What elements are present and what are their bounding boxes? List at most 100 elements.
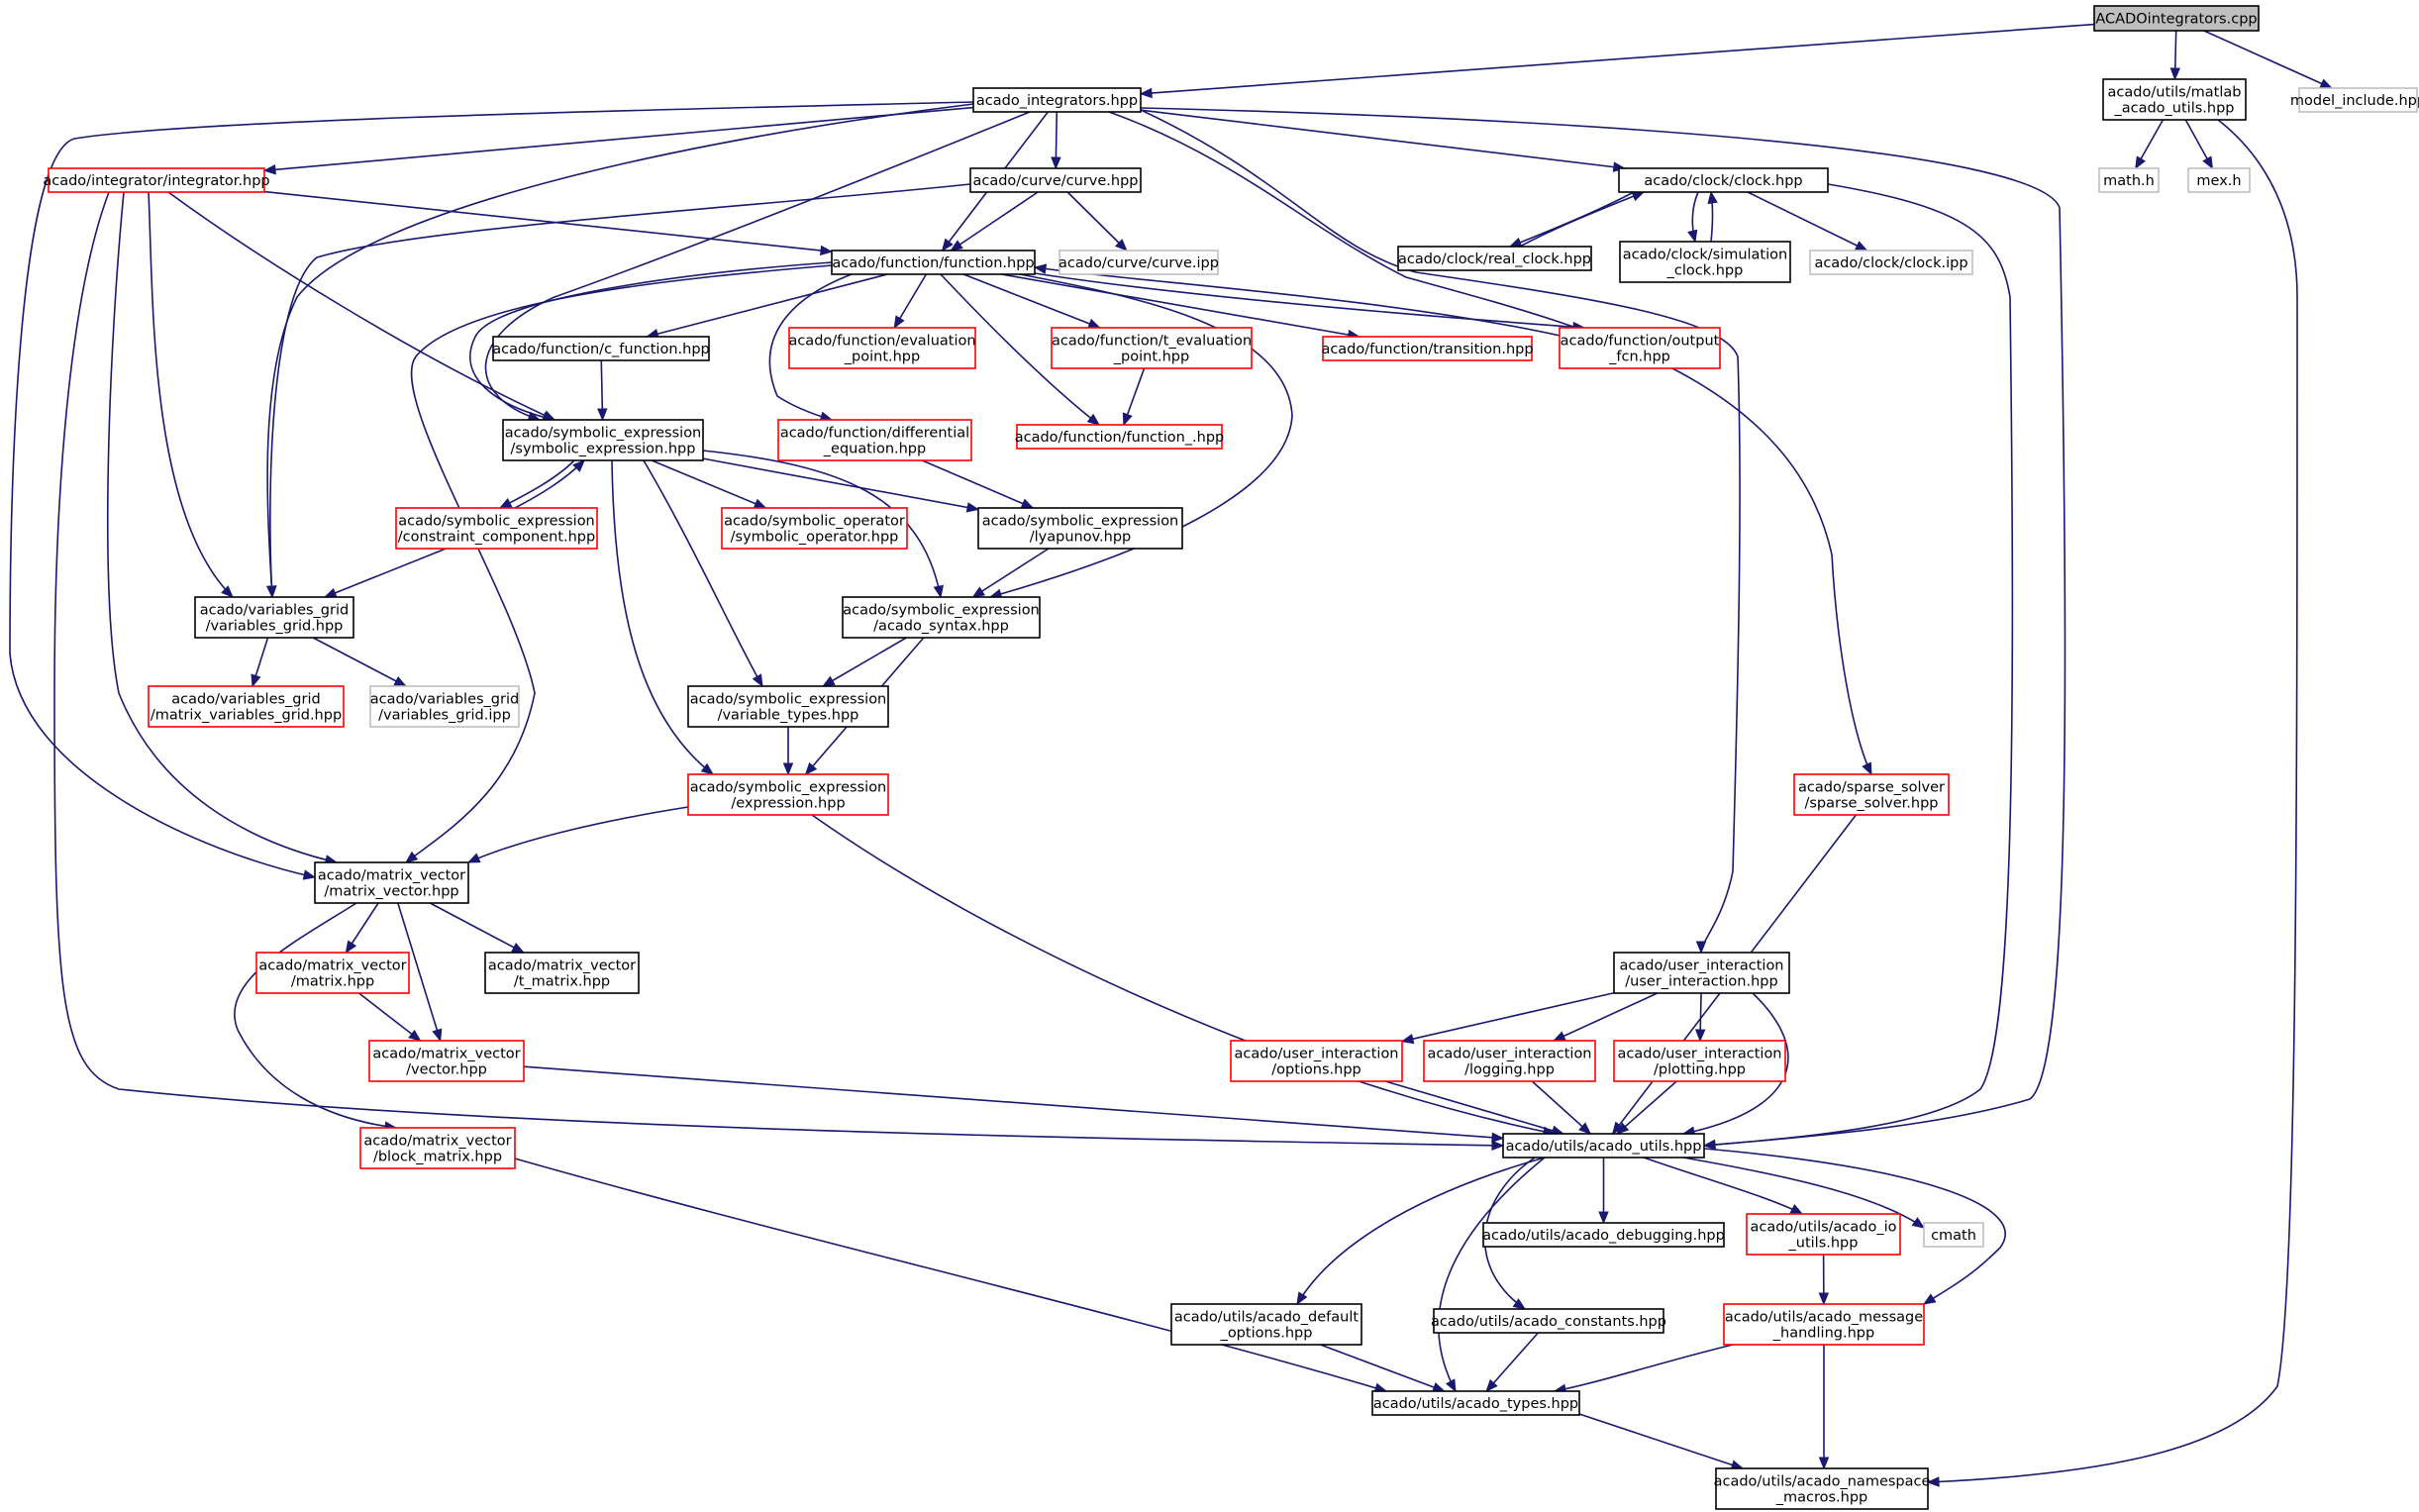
node-box: [1618, 167, 1829, 193]
edge-integrators-to-integrator: [262, 106, 974, 175]
arrowhead: [1631, 191, 1646, 202]
node-matrix-vector[interactable]: acado/matrix_vector/matrix_vector.hpp: [314, 861, 469, 904]
arrowhead: [345, 940, 357, 955]
node-box: [1613, 1040, 1786, 1082]
node-acado-types[interactable]: acado/utils/acado_types.hpp: [1371, 1390, 1580, 1416]
node-curve[interactable]: acado/curve/curve.hpp: [969, 167, 1142, 193]
node-box: [842, 596, 1041, 639]
node-diff-eq[interactable]: acado/function/differential_equation.hpp: [777, 419, 972, 461]
edge-line: [1296, 1157, 1546, 1305]
node-eval-point[interactable]: acado/function/evaluation_point.hpp: [788, 327, 976, 369]
node-default-options[interactable]: acado/utils/acado_default_options.hpp: [1170, 1303, 1362, 1346]
edge-lyapunov-to-acado_syntax: [971, 548, 1050, 598]
edge-line: [647, 273, 888, 338]
edge-line: [1384, 1080, 1564, 1135]
node-acado-syntax[interactable]: acado/symbolic_expression/acado_syntax.h…: [842, 596, 1041, 639]
node-t-eval-point[interactable]: acado/function/t_evaluation_point.hpp: [1051, 327, 1253, 369]
node-sparse-solver[interactable]: acado/sparse_solver/sparse_solver.hpp: [1793, 773, 1950, 816]
edge-line: [611, 459, 714, 775]
node-constraint-comp[interactable]: acado/symbolic_expression/constraint_com…: [395, 507, 598, 550]
edge-line: [768, 273, 853, 421]
node-real-clock[interactable]: acado/clock/real_clock.hpp: [1397, 246, 1592, 271]
edge-line: [1519, 191, 1645, 248]
node-box: [502, 419, 704, 461]
arrowhead: [1512, 1298, 1527, 1310]
node-integrator[interactable]: acado/integrator/integrator.hpp: [43, 167, 270, 193]
node-acado-io[interactable]: acado/utils/acado_io_utils.hpp: [1746, 1213, 1901, 1256]
arrowhead: [432, 1028, 443, 1043]
node-box: [1809, 250, 1973, 275]
node-model-include[interactable]: model_include.hpp: [2290, 87, 2419, 113]
edge-line: [962, 273, 1101, 329]
edge-user_interaction-to-options: [1400, 991, 1615, 1045]
node-function-[interactable]: acado/function/function_.hpp: [1015, 424, 1225, 450]
edge-line: [702, 457, 979, 511]
node-user-interaction[interactable]: acado/user_interaction/user_interaction.…: [1613, 952, 1790, 994]
node-expression[interactable]: acado/symbolic_expression/expression.hpp: [687, 773, 889, 816]
node-curve-ipp[interactable]: acado/curve/curve.ipp: [1058, 250, 1219, 275]
node-variable-types[interactable]: acado/symbolic_expression/variable_types…: [687, 685, 889, 728]
node-symbolic-op[interactable]: acado/symbolic_operator/symbolic_operato…: [721, 507, 908, 550]
node-label: acado/utils/acado_types.hpp: [1373, 1396, 1578, 1412]
edge-expression-to-acado_utils: [811, 814, 1557, 1137]
node-acado-debugging[interactable]: acado/utils/acado_debugging.hpp: [1482, 1222, 1725, 1248]
node-block-matrix[interactable]: acado/matrix_vector/block_matrix.hpp: [359, 1127, 516, 1169]
arrowhead: [1694, 1029, 1706, 1043]
node-clock-ipp[interactable]: acado/clock/clock.ipp: [1809, 250, 1973, 275]
node-box: [1715, 1467, 1929, 1510]
node-acado-utils[interactable]: acado/utils/acado_utils.hpp: [1502, 1133, 1705, 1159]
node-options[interactable]: acado/user_interaction/options.hpp: [1230, 1040, 1403, 1082]
arrowhead: [1491, 1140, 1505, 1152]
node-t-matrix[interactable]: acado/matrix_vector/t_matrix.hpp: [484, 952, 640, 994]
node-acado-constants[interactable]: acado/utils/acado_constants.hpp: [1431, 1308, 1666, 1334]
arrowhead: [1296, 1291, 1308, 1306]
node-variables-grid-ipp[interactable]: acado/variables_grid/variables_grid.ipp: [369, 685, 520, 728]
node-root[interactable]: ACADOintegrators.cpp: [2093, 5, 2260, 32]
node-function[interactable]: acado/function/function.hpp: [831, 250, 1036, 275]
node-logging[interactable]: acado/user_interaction/logging.hpp: [1423, 1040, 1596, 1082]
node-vector[interactable]: acado/matrix_vector/vector.hpp: [368, 1040, 525, 1082]
edge-line: [263, 190, 833, 252]
edge-variable_types-to-expression: [782, 727, 794, 776]
arrowhead: [1818, 1292, 1830, 1306]
node-variables-grid[interactable]: acado/variables_grid/variables_grid.hpp: [194, 596, 354, 639]
node-matrix[interactable]: acado/matrix_vector/matrix.hpp: [255, 952, 410, 994]
node-lyapunov[interactable]: acado/symbolic_expression/lyapunov.hpp: [977, 507, 1183, 550]
node-mex-h[interactable]: mex.h: [2187, 167, 2251, 193]
edge-curve-to-function: [950, 191, 1039, 252]
edge-line: [1554, 1344, 1734, 1392]
node-output-fcn[interactable]: acado/function/output_fcn.hpp: [1559, 327, 1721, 369]
edge-msg_handling-to-acado_types: [1553, 1344, 1734, 1394]
node-label: _utils.hpp: [1788, 1236, 1859, 1252]
node-msg-handling[interactable]: acado/utils/acado_message_handling.hpp: [1723, 1303, 1925, 1346]
node-cmath[interactable]: cmath: [1923, 1222, 1984, 1248]
arrowhead: [1687, 229, 1698, 244]
node-clock[interactable]: acado/clock/clock.hpp: [1618, 167, 1829, 193]
edge-line: [651, 459, 766, 509]
edge-line: [1438, 1157, 1546, 1392]
arrowhead: [251, 673, 261, 688]
edge-line: [397, 902, 442, 1042]
edge-line: [514, 1158, 1387, 1392]
edge-expression-to-matrix_vector: [466, 806, 689, 863]
edge-curve-to-variables_grid: [266, 183, 971, 599]
node-label: _handling.hpp: [1772, 1326, 1874, 1342]
node-c-function[interactable]: acado/function/c_function.hpp: [492, 336, 710, 361]
node-matrix-vars-grid[interactable]: acado/variables_grid/matrix_variables_gr…: [148, 685, 345, 728]
arrowhead: [2169, 67, 2181, 81]
edge-acado_constants-to-acado_types: [1485, 1332, 1539, 1392]
node-label: acado/symbolic_expression: [398, 514, 595, 530]
edge-line: [1140, 107, 2066, 1147]
node-namespace-macros[interactable]: acado/utils/acado_namespace_macros.hpp: [1714, 1467, 1931, 1510]
node-plotting[interactable]: acado/user_interaction/plotting.hpp: [1613, 1040, 1786, 1082]
node-symbolic-expr[interactable]: acado/symbolic_expression/symbolic_expre…: [502, 419, 704, 461]
node-sim-clock[interactable]: acado/clock/simulation_clock.hpp: [1619, 241, 1791, 283]
node-math-h[interactable]: math.h: [2098, 167, 2160, 193]
node-integrators[interactable]: acado_integrators.hpp: [972, 87, 1142, 113]
node-box: [1051, 327, 1253, 369]
node-label: /matrix_vector.hpp: [324, 884, 458, 900]
node-matlab-utils[interactable]: acado/utils/matlab_acado_utils.hpp: [2102, 78, 2247, 121]
node-transition[interactable]: acado/function/transition.hpp: [1321, 336, 1534, 361]
arrowhead: [408, 1029, 422, 1042]
